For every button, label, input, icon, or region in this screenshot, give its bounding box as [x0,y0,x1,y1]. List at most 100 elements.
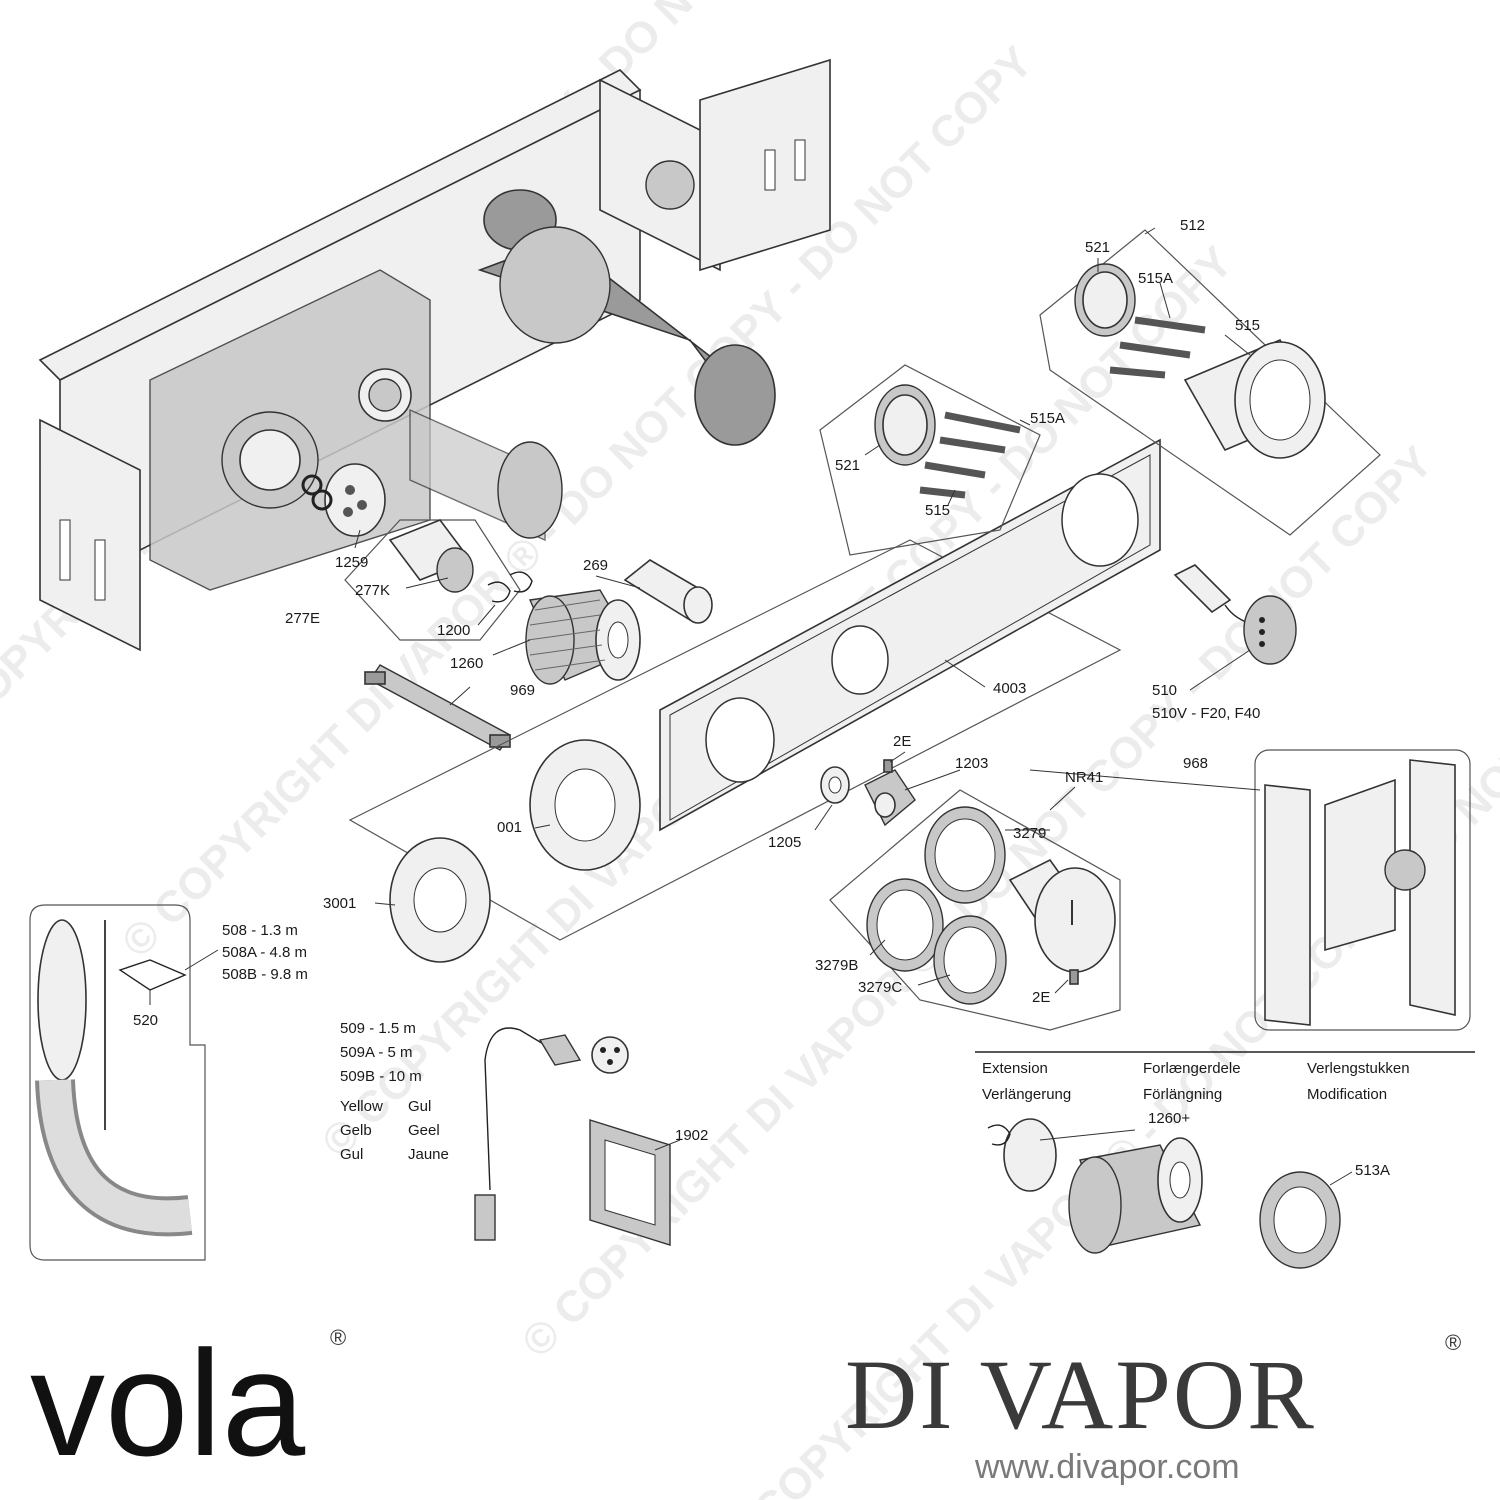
part-knob-cylinder [1008,858,1116,973]
legend-forlaengerdele: Forlængerdele [1143,1060,1241,1077]
label-1205: 1205 [768,834,801,851]
part-2E-screw-upper [883,759,893,773]
wire-color-gul-1: Gul [408,1098,431,1115]
part-3001-ring [389,837,491,963]
group-512-outline [1039,229,1381,536]
label-277E: 277E [285,610,320,627]
part-515A-screws-upper [1109,316,1206,379]
part-968-frame [1264,759,1456,1026]
label-1259: 1259 [335,554,368,571]
cartridge-cylinder-lower [409,408,563,542]
wire-color-gul-2: Gul [340,1146,363,1163]
part-510-sensor [1173,564,1297,665]
vola-registered-mark: ® [330,1325,346,1350]
part-3279C-ring [933,915,1007,1005]
label-521-upper: 521 [1085,239,1110,256]
label-515A-lower: 515A [1030,410,1065,427]
label-1260plus: 1260+ [1148,1110,1190,1127]
part-4003-cover-plate [659,438,1161,832]
extension-legend: Extension Verlängerung Forlængerdele För… [982,1060,1410,1103]
part-1902-gasket [589,1119,671,1246]
label-269: 269 [583,557,608,574]
label-509B: 509B - 10 m [340,1068,422,1085]
part-520-cable-tie [118,959,187,991]
label-508: 508 - 1.3 m [222,922,298,939]
part-3279-ring [924,806,1006,904]
label-1203: 1203 [955,755,988,772]
di-vapor-registered-mark: ® [1445,1330,1461,1355]
wire-color-jaune: Jaune [408,1146,449,1163]
label-969: 969 [510,682,535,699]
part-labels: 512 521 515A 515 515A 521 515 1259 277K … [133,217,1390,1179]
label-510V: 510V - F20, F40 [1152,705,1260,722]
wire-color-legend: Yellow Gul Gelb Geel Gul Jaune [340,1098,449,1163]
part-1259-disc [301,463,386,537]
label-509: 509 - 1.5 m [340,1020,416,1037]
part-269-sleeve [623,559,713,624]
label-1902: 1902 [675,1127,708,1144]
label-3279: 3279 [1013,825,1046,842]
label-509A: 509A - 5 m [340,1044,413,1061]
part-1203-block [864,769,916,827]
group-968-outline [1254,749,1471,1031]
label-2E-lower: 2E [1032,989,1050,1006]
group-521-outline [819,364,1041,556]
label-508A: 508A - 4.8 m [222,944,307,961]
label-512: 512 [1180,217,1205,234]
label-001: 001 [497,819,522,836]
part-515-sleeve-upper [1183,338,1326,459]
part-521-ring-upper [1074,263,1136,337]
label-521-lower: 521 [835,457,860,474]
label-NR41: NR41 [1065,769,1103,786]
part-1260-spindle [525,589,641,685]
label-3279B: 3279B [815,957,858,974]
part-515A-screws-lower [919,411,1021,499]
label-3279C: 3279C [858,979,902,996]
part-513A-adapter [1259,1171,1341,1269]
legend-modification: Modification [1307,1086,1387,1103]
label-515A-upper: 515A [1138,270,1173,287]
label-515-lower: 515 [925,502,950,519]
group-277-outline [344,519,521,641]
vola-logo-text: vola [30,1319,306,1487]
part-2E-screw-lower [1069,969,1079,985]
part-508-conduit [35,919,193,1237]
part-001-ring [529,739,641,871]
part-3279B-ring [866,878,944,972]
part-521-ring-lower [874,384,936,466]
label-1200: 1200 [437,622,470,639]
vola-logo: vola ® [30,1319,346,1487]
part-1260plus-extension [987,1118,1203,1254]
group-508-outline [29,904,206,1261]
group-NR41-outline [829,789,1121,1031]
wire-color-yellow: Yellow [340,1098,383,1115]
label-513A: 513A [1355,1162,1390,1179]
legend-extension: Extension [982,1060,1048,1077]
leader-lines [149,227,1353,1186]
di-vapor-logo-text: DI VAPOR [845,1339,1316,1450]
wire-color-gelb: Gelb [340,1122,372,1139]
legend-verlangerung: Verlängerung [982,1086,1071,1103]
di-vapor-url: www.divapor.com [974,1448,1240,1486]
part-1200-clip [487,571,533,603]
part-1205-washer [820,766,850,804]
label-1260: 1260 [450,655,483,672]
legend-forlangning: Förlängning [1143,1086,1222,1103]
label-510: 510 [1152,682,1177,699]
label-277K: 277K [355,582,390,599]
label-515-upper: 515 [1235,317,1260,334]
thermostat-cartridge-upper [477,189,776,446]
label-4003: 4003 [993,680,1026,697]
part-277-motor [388,519,474,593]
label-520: 520 [133,1012,158,1029]
label-508B: 508B - 9.8 m [222,966,308,983]
legend-verlengstukken: Verlengstukken [1307,1060,1410,1077]
label-2E-upper: 2E [893,733,911,750]
di-vapor-brand: DI VAPOR ® www.divapor.com [845,1330,1461,1486]
wire-color-geel: Geel [408,1122,440,1139]
label-3001: 3001 [323,895,356,912]
label-968: 968 [1183,755,1208,772]
part-969-hose [364,664,512,751]
part-509-cable [474,1027,629,1241]
